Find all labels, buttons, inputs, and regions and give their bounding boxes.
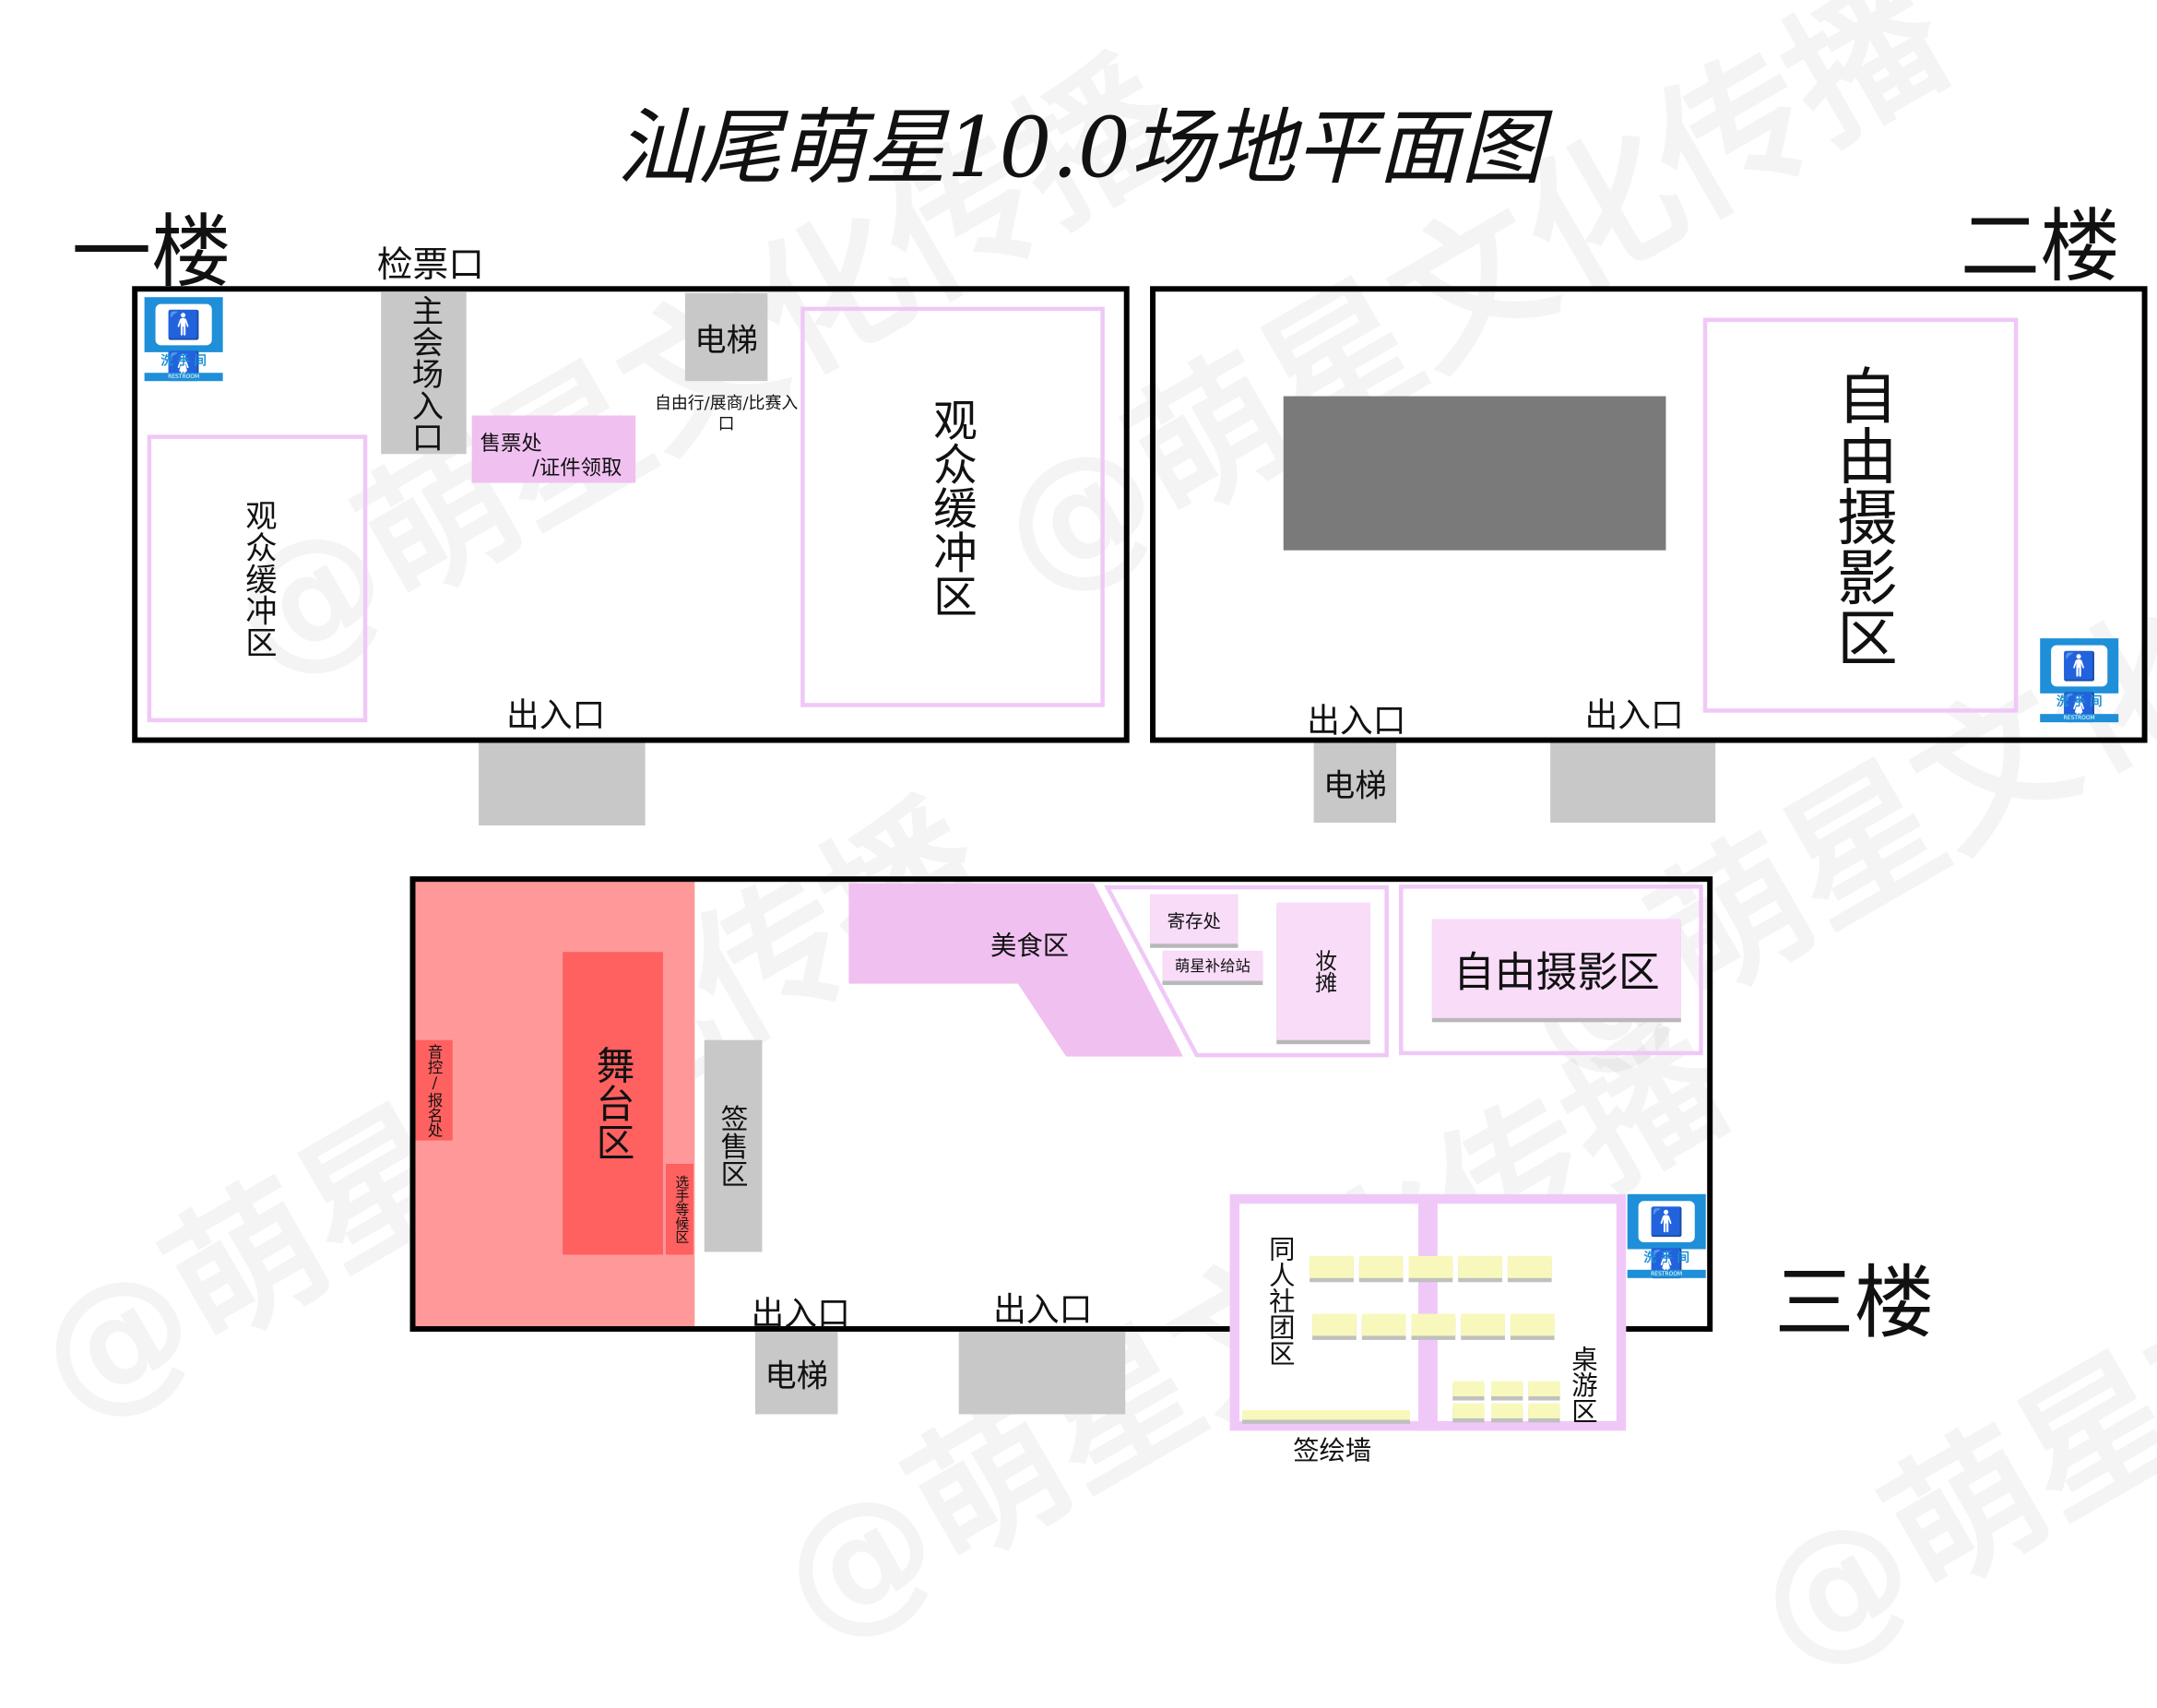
- stairway-floor1: [479, 742, 646, 826]
- stairway-floor2: [1550, 742, 1716, 824]
- audience-buffer-right: 观众缓冲区: [800, 306, 1105, 707]
- atrium-void: [1283, 396, 1666, 551]
- table: [1312, 1313, 1357, 1336]
- table: [1528, 1403, 1560, 1418]
- table: [1461, 1313, 1505, 1336]
- board-game-zone: 桌游区: [1567, 1345, 1598, 1424]
- table: [1458, 1255, 1502, 1278]
- exit-floor2-2: 出入口: [1584, 695, 1684, 735]
- table: [1452, 1381, 1485, 1397]
- exit-floor2-1: 出入口: [1307, 701, 1406, 741]
- photo-zone-floor2: 自由摄影区: [1702, 317, 2019, 713]
- page-title: 汕尾萌星10.0场地平面图: [616, 100, 1544, 196]
- floor2-outline: [1150, 286, 2148, 743]
- table: [1491, 1381, 1523, 1397]
- restroom-sign: 🚹🚺 洗 手 间 RESTROOM: [1627, 1193, 1706, 1279]
- stairway-floor3: [958, 1331, 1126, 1415]
- main-entrance: 主会场入口: [381, 291, 467, 455]
- sign-wall-label: 签绘墙: [1293, 1436, 1372, 1467]
- floor3-outline: [409, 876, 1713, 1332]
- doujin-club-zone: 同人社团区: [1264, 1234, 1296, 1366]
- exit-floor3-2: 出入口: [993, 1290, 1093, 1329]
- restroom-icon: 🚹🚺: [1638, 1201, 1695, 1279]
- food-zone-shape: [848, 883, 1183, 1057]
- exit-floor1: 出入口: [505, 695, 606, 735]
- table: [1408, 1255, 1453, 1278]
- food-zone-label: 美食区: [990, 931, 1070, 962]
- makeup-stall: 妆摊: [1276, 902, 1370, 1040]
- stage-zone: 舞台区: [563, 952, 663, 1255]
- sign-wall-bar: [1242, 1409, 1410, 1420]
- restroom-sign: 🚹🚺 洗 手 间 RESTROOM: [2040, 638, 2119, 724]
- floor1-label: 一楼: [71, 205, 231, 299]
- vendor-zone-outline: [1104, 884, 1389, 1058]
- table: [1491, 1403, 1523, 1418]
- table: [1528, 1381, 1560, 1397]
- table: [1361, 1313, 1406, 1336]
- table: [1507, 1255, 1552, 1278]
- table: [1452, 1403, 1485, 1418]
- contestant-waiting-zone: 选手等候区: [665, 1163, 693, 1255]
- floor3-shapes: [848, 883, 1389, 1058]
- table: [1310, 1255, 1354, 1278]
- photo-zone-floor3: 自由摄影区: [1431, 919, 1681, 1018]
- elevator-floor3: 电梯: [754, 1331, 838, 1415]
- floor1-outline: [132, 286, 1130, 743]
- floor2-label: 二楼: [1960, 199, 2120, 293]
- floor3-label: 三楼: [1774, 1255, 1935, 1350]
- ticket-check-label: 检票口: [376, 244, 485, 287]
- sound-control-registration: 音控/报名处: [415, 1039, 453, 1141]
- elevator-floor1: 电梯: [684, 292, 768, 382]
- hall-divider: [1417, 1193, 1438, 1431]
- table: [1358, 1255, 1404, 1278]
- audience-buffer-left: 观众缓冲区: [147, 434, 368, 723]
- side-entrance-label: 自由行/展商/比赛入口: [654, 393, 799, 433]
- ticket-office: 售票处 /证件领取: [471, 415, 636, 483]
- storage-counter: 寄存处: [1150, 894, 1238, 944]
- floor-plan: @萌星文化传播 @萌星文化传播 @萌星文化传播 @萌星文化传播 @萌星文化传播 …: [6, 0, 2157, 1702]
- elevator-floor2: 电梯: [1313, 742, 1397, 824]
- photo-zone-floor3-outline: [1399, 884, 1703, 1056]
- table: [1411, 1313, 1456, 1336]
- restroom-sign: 🚹🚺 洗 手 间 RESTROOM: [144, 297, 223, 383]
- signing-sale-zone: 签售区: [704, 1039, 763, 1252]
- restroom-icon: 🚹🚺: [2051, 645, 2108, 724]
- exit-floor3-1: 出入口: [751, 1294, 850, 1334]
- table: [1510, 1313, 1555, 1336]
- supply-station: 萌星补给站: [1162, 950, 1263, 981]
